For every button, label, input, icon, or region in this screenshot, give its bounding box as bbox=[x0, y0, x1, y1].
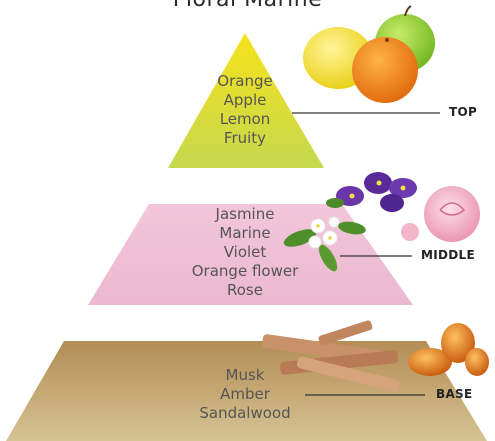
amber-stones-icon bbox=[408, 323, 489, 376]
orange-icon bbox=[352, 37, 418, 103]
note-jasmine: Jasmine bbox=[165, 205, 325, 224]
note-marine: Marine bbox=[165, 224, 325, 243]
note-orange-flower: Orange flower bbox=[165, 262, 325, 281]
note-fruity: Fruity bbox=[195, 129, 295, 148]
middle-tier-label: MIDDLE bbox=[421, 248, 475, 262]
top-tier-notes: Orange Apple Lemon Fruity bbox=[195, 72, 295, 148]
note-apple: Apple bbox=[195, 91, 295, 110]
top-tier-label: TOP bbox=[449, 105, 477, 119]
note-lemon: Lemon bbox=[195, 110, 295, 129]
note-amber: Amber bbox=[180, 385, 310, 404]
note-orange: Orange bbox=[195, 72, 295, 91]
base-tier-notes: Musk Amber Sandalwood bbox=[180, 366, 310, 423]
base-tier-label: BASE bbox=[436, 387, 472, 401]
middle-tier-notes: Jasmine Marine Violet Orange flower Rose bbox=[165, 205, 325, 300]
note-musk: Musk bbox=[180, 366, 310, 385]
note-rose: Rose bbox=[165, 281, 325, 300]
note-sandalwood: Sandalwood bbox=[180, 404, 310, 423]
note-violet: Violet bbox=[165, 243, 325, 262]
violet-flowers-icon bbox=[326, 172, 417, 212]
